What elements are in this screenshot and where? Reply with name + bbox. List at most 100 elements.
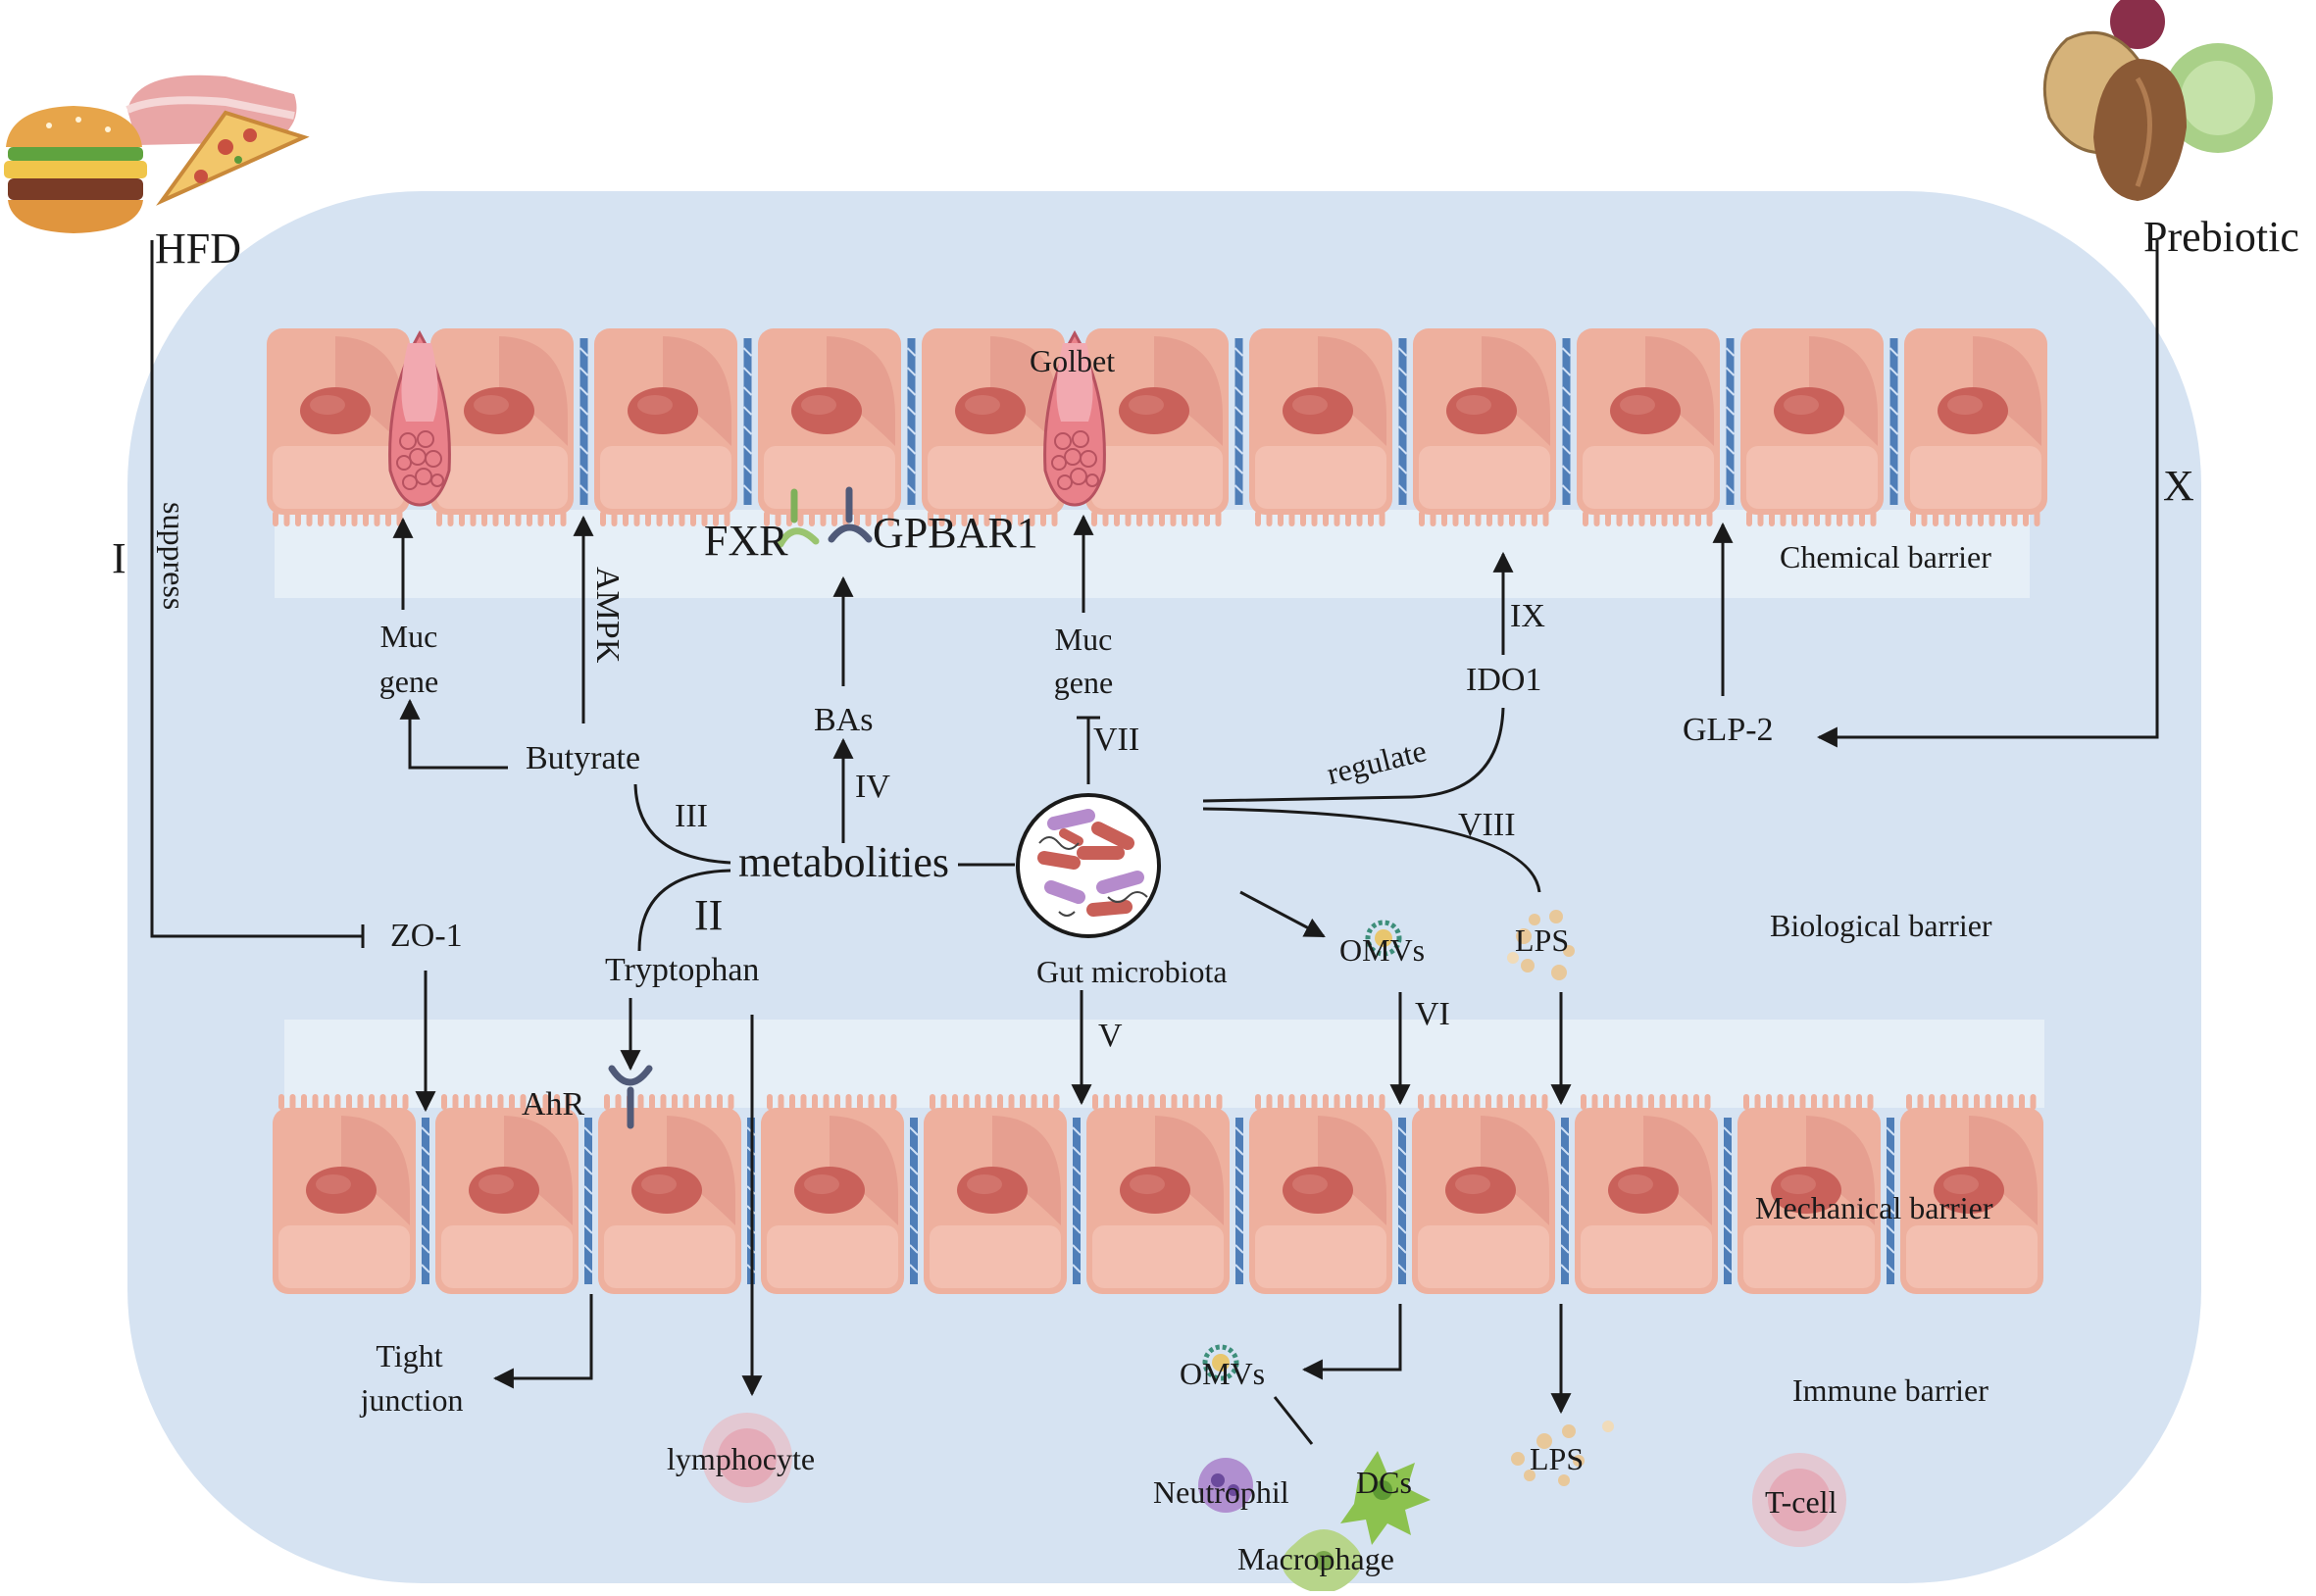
- muc-gene-label: Muc: [1054, 622, 1113, 657]
- ahr-receptor: [608, 1065, 653, 1129]
- tight-junction-label: Tight: [376, 1338, 443, 1373]
- epithelial-cell: [1904, 328, 2047, 515]
- pathway-number: III: [675, 798, 708, 834]
- neutrophil-cell: [1198, 1458, 1253, 1513]
- metabolities-label: metabolities: [738, 838, 950, 886]
- tight-junction-strand: [1888, 337, 1899, 506]
- tight-junction-strand: [579, 337, 589, 506]
- prebiotic-label: Prebiotic: [2143, 213, 2299, 261]
- epithelial-cell: [1086, 1108, 1230, 1294]
- tight-junction-strand: [1725, 337, 1736, 506]
- epithelial-cell: [1577, 328, 1720, 515]
- epithelial-cell: [1412, 1108, 1555, 1294]
- mechanical-band: [284, 1020, 2044, 1108]
- lps-label: LPS: [1515, 923, 1570, 958]
- tight-junction-strand: [1561, 337, 1572, 506]
- pathway-number: VIII: [1458, 807, 1516, 843]
- tight-junction-strand: [1072, 1117, 1082, 1285]
- tight-junction-strand: [1560, 1117, 1570, 1285]
- muc-gene-label: Muc: [379, 619, 438, 654]
- glp2-label: GLP-2: [1683, 712, 1774, 748]
- tight-junction-strand: [1723, 1117, 1733, 1285]
- epithelial-cell: [435, 1108, 579, 1294]
- dcs-label: DCs: [1356, 1465, 1412, 1500]
- fxr-label: FXR: [704, 517, 788, 565]
- tight-junction-strand: [1234, 337, 1244, 506]
- pathway-number: X: [2163, 462, 2194, 510]
- bas-label: BAs: [814, 702, 874, 738]
- epithelial-cell: [1413, 328, 1556, 515]
- prebiotic-food-image: [2042, 0, 2273, 201]
- t-cell: [1752, 1453, 1846, 1547]
- butyrate-label: Butyrate: [526, 740, 641, 776]
- fxr-receptor: [777, 486, 873, 548]
- bottom-epithelium: [273, 1094, 2043, 1294]
- neutrophil-label: Neutrophil: [1153, 1474, 1289, 1510]
- gut-microbiota-label: Gut microbiota: [1036, 954, 1228, 989]
- chemical-barrier-label: Chemical barrier: [1780, 539, 1991, 574]
- tight-junction-strand: [1397, 337, 1408, 506]
- lps-particles: [1511, 1421, 1614, 1486]
- omvs-label: OMVs: [1339, 932, 1426, 968]
- pathway-number: IX: [1510, 598, 1545, 634]
- omvs-vesicle-icon: [1202, 1344, 1239, 1381]
- epithelial-cell: [1249, 1108, 1392, 1294]
- immune-barrier-label: Immune barrier: [1792, 1372, 1989, 1408]
- pathway-number: II: [694, 891, 724, 939]
- biological-barrier-label: Biological barrier: [1770, 908, 1992, 943]
- epithelial-cell: [924, 1108, 1067, 1294]
- epithelial-cell: [758, 328, 901, 515]
- epithelial-cell: [594, 328, 737, 515]
- tight-junction-strand: [1397, 1117, 1407, 1285]
- epithelial-cell: [430, 328, 574, 515]
- muc-gene-label: gene: [378, 664, 439, 699]
- macrophage-label: Macrophage: [1237, 1541, 1394, 1576]
- gut-microbiota-cluster: [1016, 793, 1161, 938]
- tight-junction-strand: [742, 337, 753, 506]
- pathway-arrows: [150, 240, 2159, 1445]
- goblet-cell: [1043, 329, 1106, 507]
- omvs-label: OMVs: [1180, 1356, 1266, 1391]
- ampk-label: AMPK: [589, 567, 626, 664]
- epithelial-cell: [1249, 328, 1392, 515]
- golbet-label: Golbet: [1030, 343, 1116, 378]
- muc-gene-label: gene: [1053, 665, 1114, 700]
- t-cell-label: T-cell: [1765, 1484, 1838, 1520]
- omvs-vesicle-icon: [1365, 920, 1402, 957]
- tryptophan-label: Tryptophan: [605, 952, 760, 988]
- tight-junction-strand: [1234, 1117, 1244, 1285]
- tight-junction-strand: [583, 1117, 593, 1285]
- epithelial-cell: [761, 1108, 904, 1294]
- suppress-label: suppress: [157, 502, 192, 611]
- dendritic-cell: [1340, 1451, 1431, 1545]
- gpbar1-label: GPBAR1: [873, 509, 1038, 557]
- goblet-cell: [388, 329, 451, 507]
- tight-junction-label: junction: [360, 1382, 464, 1418]
- epithelial-cell: [598, 1108, 741, 1294]
- tight-junction-strand: [909, 1117, 919, 1285]
- pathway-number: I: [112, 534, 126, 582]
- lps-label: LPS: [1530, 1441, 1585, 1476]
- lps-particles: [1507, 910, 1575, 980]
- top-epithelium: [267, 328, 2047, 526]
- pathway-number: IV: [855, 769, 890, 805]
- epithelial-cell: [273, 1108, 416, 1294]
- epithelial-cell: [1740, 328, 1884, 515]
- tight-junction-strand: [906, 337, 917, 506]
- pathway-number: VI: [1415, 996, 1450, 1032]
- lymphocyte-cell: [702, 1413, 792, 1503]
- pathway-number: V: [1098, 1018, 1123, 1054]
- epithelial-cell: [1575, 1108, 1718, 1294]
- epithelial-cell: [267, 328, 410, 515]
- mechanical-barrier-label: Mechanical barrier: [1755, 1190, 1993, 1225]
- tight-junction-strand: [421, 1117, 430, 1285]
- hfd-food-image: [4, 75, 310, 233]
- ahr-label: AhR: [522, 1086, 585, 1122]
- hfd-label: HFD: [155, 224, 242, 273]
- ido1-label: IDO1: [1466, 662, 1542, 698]
- macrophage-cell: [1282, 1529, 1362, 1593]
- lymphocyte-label: lymphocyte: [667, 1441, 816, 1476]
- pathway-number: VII: [1093, 722, 1140, 758]
- zo1-label: ZO-1: [390, 918, 463, 954]
